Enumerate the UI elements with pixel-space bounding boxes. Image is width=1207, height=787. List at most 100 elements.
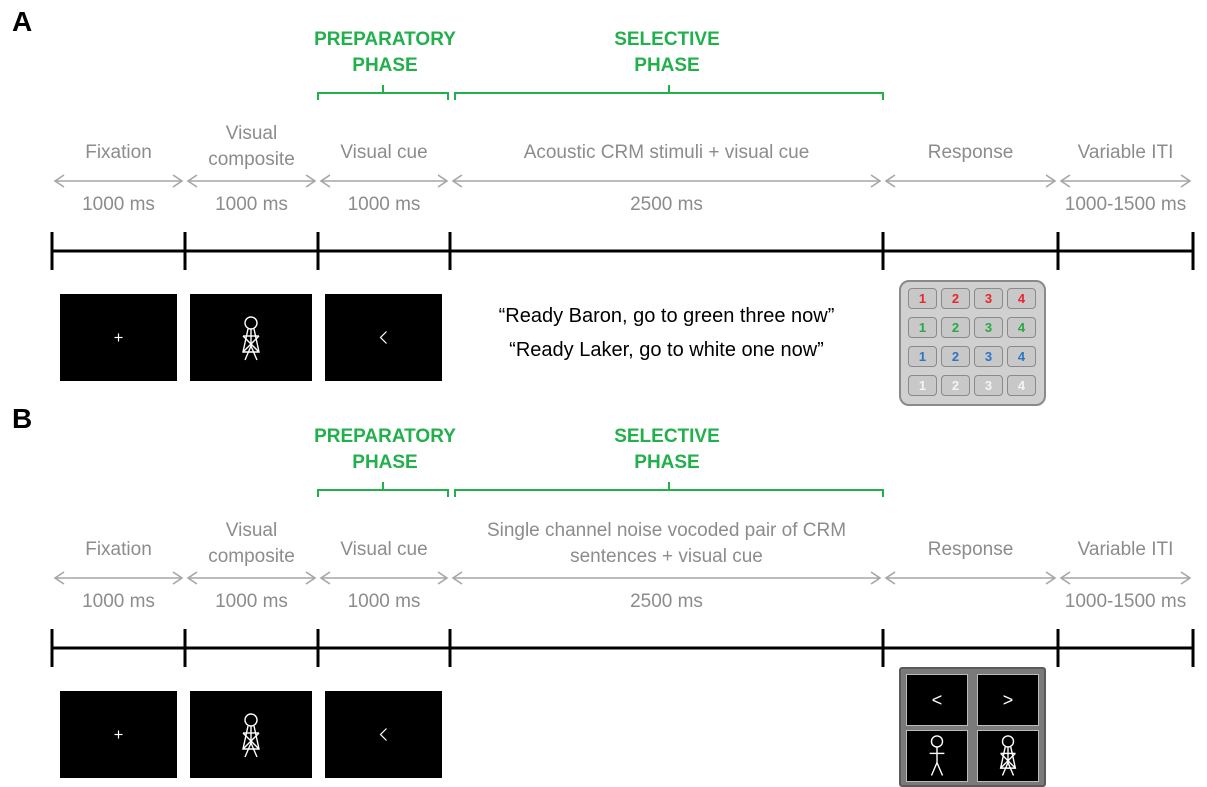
response-number-button[interactable]: 1: [908, 375, 937, 396]
response-number-button[interactable]: 4: [1007, 346, 1036, 367]
segment-label: Single channel noise vocoded pair of CRM…: [410, 518, 923, 570]
response-number-button[interactable]: 1: [908, 317, 937, 338]
duration-label: 1000 ms: [347, 591, 421, 612]
response-number-button[interactable]: 4: [1007, 375, 1036, 396]
selective-phase-label: SELECTIVE PHASE: [567, 27, 767, 79]
duration-label: 1000-1500 ms: [1064, 591, 1187, 612]
selective-phase-label-line: PHASE: [634, 452, 700, 473]
response-number-button[interactable]: 4: [1007, 317, 1036, 338]
segment-label-line: Response: [927, 142, 1014, 163]
arrowhead-right-icon: [1045, 174, 1057, 188]
response-number-button[interactable]: 2: [941, 288, 970, 309]
response-number-button[interactable]: 3: [974, 317, 1003, 338]
arrowhead-left-icon: [1059, 571, 1071, 585]
female-figure-icon[interactable]: [977, 730, 1039, 782]
segment-label-line: composite: [208, 149, 295, 170]
arrowhead-right-icon: [172, 571, 184, 585]
segment-label-line: Variable ITI: [1077, 539, 1174, 560]
arrow-left-icon: [379, 728, 387, 741]
segment-label-line: Acoustic CRM stimuli + visual cue: [523, 142, 810, 163]
arrowhead-left-icon: [186, 174, 198, 188]
preparatory-phase-label-line: PHASE: [352, 452, 418, 473]
male-figure-icon: [929, 735, 945, 776]
segment-label: Acoustic CRM stimuli + visual cue: [410, 140, 923, 166]
response-number-button[interactable]: 2: [941, 317, 970, 338]
segment-label: Visual cue: [278, 537, 490, 563]
preparatory-phase-label-line: PREPARATORY: [314, 29, 456, 50]
selective-phase-label: SELECTIVE PHASE: [567, 424, 767, 476]
segment-label-line: Visual: [225, 123, 278, 144]
arrowhead-right-icon: [1180, 174, 1192, 188]
arrowhead-right-icon: [870, 571, 882, 585]
response-number-button[interactable]: 1: [908, 346, 937, 367]
arrowhead-right-icon: [172, 174, 184, 188]
segment-label-line: Response: [927, 539, 1014, 560]
segment-label: Variable ITI: [1018, 140, 1207, 166]
preparatory-phase-label: PREPARATORY PHASE: [300, 424, 470, 476]
duration-label: 1000-1500 ms: [1064, 194, 1187, 215]
selective-phase-label-line: SELECTIVE: [614, 29, 720, 50]
preparatory-phase-label-line: PHASE: [352, 55, 418, 76]
duration-label: 2500 ms: [630, 194, 703, 215]
arrow-left-screen: [325, 294, 442, 381]
response-number-button[interactable]: 4: [1007, 288, 1036, 309]
response-left-arrow-button[interactable]: <: [906, 674, 968, 726]
response-number-button[interactable]: 3: [974, 375, 1003, 396]
stick-figure-icon: [242, 713, 260, 758]
male-figure-icon[interactable]: [906, 730, 968, 782]
arrowhead-left-icon: [319, 571, 331, 585]
duration-label: 1000 ms: [82, 194, 155, 215]
stick-figure-icon: [242, 316, 260, 361]
arrowhead-right-icon: [1045, 571, 1057, 585]
selective-phase-label-line: SELECTIVE: [614, 426, 720, 447]
duration-label: 1000 ms: [215, 194, 288, 215]
arrowhead-left-icon: [884, 174, 896, 188]
preparatory-phase-label-line: PREPARATORY: [314, 426, 456, 447]
response-number-button[interactable]: 2: [941, 375, 970, 396]
crm-sentence: “Ready Laker, go to white one now”: [509, 339, 824, 361]
segment-label: Visual composite: [145, 518, 358, 570]
segment-label: Fixation: [12, 537, 225, 563]
response-number-button[interactable]: 3: [974, 346, 1003, 367]
segment-label-line: Variable ITI: [1077, 142, 1174, 163]
arrow-left-icon: [379, 331, 387, 344]
duration-label: 1000 ms: [215, 591, 288, 612]
response-right-arrow-button[interactable]: >: [977, 674, 1039, 726]
arrowhead-left-icon: [53, 571, 65, 585]
segment-label-line: Visual cue: [340, 142, 428, 163]
crm-sentence: “Ready Baron, go to green three now”: [498, 305, 835, 327]
selective-phase-bracket: [454, 482, 884, 497]
segment-label: Fixation: [12, 140, 225, 166]
arrowhead-left-icon: [451, 174, 463, 188]
duration-label: 2500 ms: [630, 591, 703, 612]
panel-label: A: [12, 6, 33, 37]
segment-label: Response: [843, 140, 1098, 166]
fixation-cross-icon: [114, 333, 123, 342]
segment-label: Visual cue: [278, 140, 490, 166]
arrowhead-right-icon: [437, 174, 449, 188]
panel-label: B: [12, 403, 33, 434]
preparatory-phase-label: PREPARATORY PHASE: [300, 27, 470, 79]
arrowhead-left-icon: [884, 571, 896, 585]
arrow-left-screen: [325, 691, 442, 778]
segment-label: Variable ITI: [1018, 537, 1207, 563]
duration-label: 1000 ms: [347, 194, 421, 215]
arrowhead-right-icon: [437, 571, 449, 585]
response-number-button[interactable]: 2: [941, 346, 970, 367]
segment-label-line: Visual: [225, 520, 278, 541]
selective-phase-label-line: PHASE: [634, 55, 700, 76]
segment-label-line: Fixation: [85, 142, 152, 163]
arrowhead-left-icon: [186, 571, 198, 585]
arrowhead-right-icon: [305, 174, 317, 188]
response-number-button[interactable]: 1: [908, 288, 937, 309]
preparatory-phase-bracket: [317, 482, 449, 497]
arrowhead-left-icon: [451, 571, 463, 585]
arrowhead-left-icon: [53, 174, 65, 188]
segment-label-line: composite: [208, 546, 295, 567]
response-four-choice[interactable]: <>: [899, 667, 1046, 787]
segment-label-line: sentences + visual cue: [570, 546, 763, 567]
fixation-cross-icon: [114, 730, 123, 739]
response-number-button[interactable]: 3: [974, 288, 1003, 309]
